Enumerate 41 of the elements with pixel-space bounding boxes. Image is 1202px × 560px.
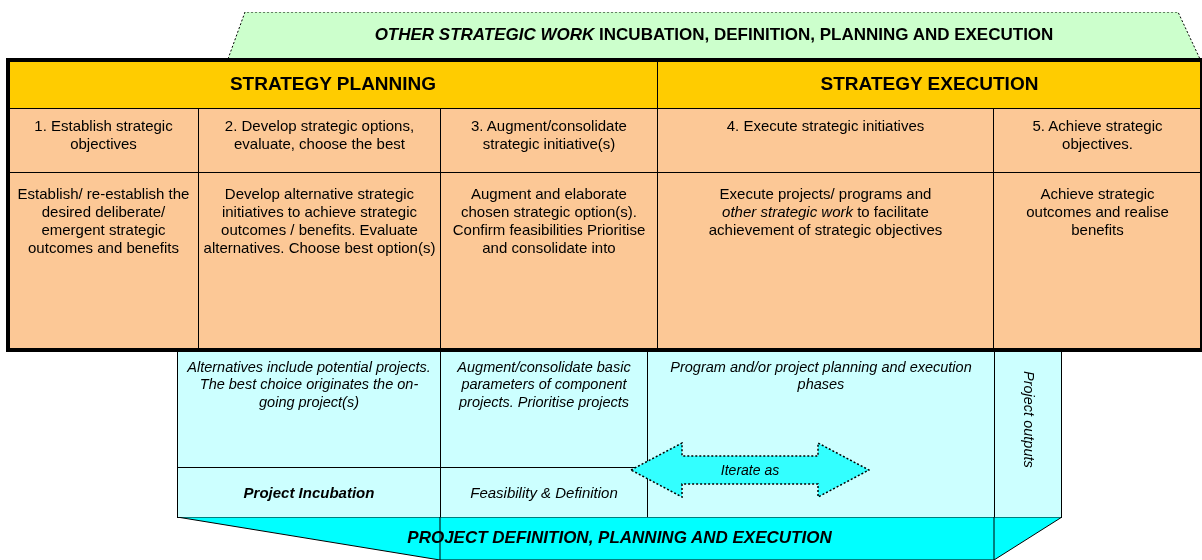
step-title: 2. Develop strategic options, evaluate, choose the best [223,117,416,153]
description-cell [657,172,994,350]
arrow-label: Iterate as [720,461,780,479]
step-cell [993,108,1202,173]
project-cell [440,350,648,468]
description-text: Develop alternative strategic initiatives to achieve strategic outcomes / benefits. Evaluate alternatives. Choose best option(s) [203,185,436,257]
step-title: 4. Execute strategic initiatives [726,117,925,135]
step-title: 1. Establish strategic objectives [33,117,174,153]
note-text: Augment/consolidate basic parameters of component projects. Prioritise projects [455,359,632,412]
project-cell [177,350,441,468]
step-title: 3. Augment/consolidate strategic initiative(s) [470,117,628,153]
step-cell [657,108,994,173]
phase-header [657,60,1202,109]
banner-title: PROJECT DEFINITION, PLANNING AND EXECUTION [407,528,832,549]
note-text: Program and/or project planning and execution phases [669,359,973,394]
step-cell [440,108,658,173]
bottom-banner [177,517,1062,560]
description-cell [198,172,441,350]
banner-title: OTHER STRATEGIC WORK INCUBATION, DEFINITION, PLANNING AND EXECUTION [374,25,1054,46]
description-text: Achieve strategic outcomes and realise benefits [1025,185,1170,239]
step-cell [8,108,199,173]
header-text: STRATEGY EXECUTION [820,73,1039,96]
stage-cell [177,467,441,518]
banner [228,12,1200,59]
stage-cell [440,467,648,518]
phase-header [8,60,658,109]
double-arrow [630,442,870,498]
note-text: Alternatives include potential projects. The best choice originates the on-going project(s) [186,359,432,412]
stage-label: Feasibility & Definition [470,483,618,502]
vertical-label: Project outputs [1019,371,1037,468]
description-text: Execute projects/ programs and other strategic work to facilitate achievement of strategic objectives [707,185,944,239]
header-text: STRATEGY PLANNING [229,73,437,96]
step-title: 5. Achieve strategic objectives. [1031,117,1164,153]
description-text: Augment and elaborate chosen strategic option(s). Confirm feasibilities Prioritise and consolidate into [451,185,647,257]
description-text: Establish/ re-establish the desired deliberate/ emergent strategic outcomes and benefits [16,185,191,257]
description-cell [8,172,199,350]
step-cell [198,108,441,173]
outputs-cell [994,350,1062,518]
description-cell [993,172,1202,350]
description-cell [440,172,658,350]
stage-label: Project Incubation [243,483,375,502]
